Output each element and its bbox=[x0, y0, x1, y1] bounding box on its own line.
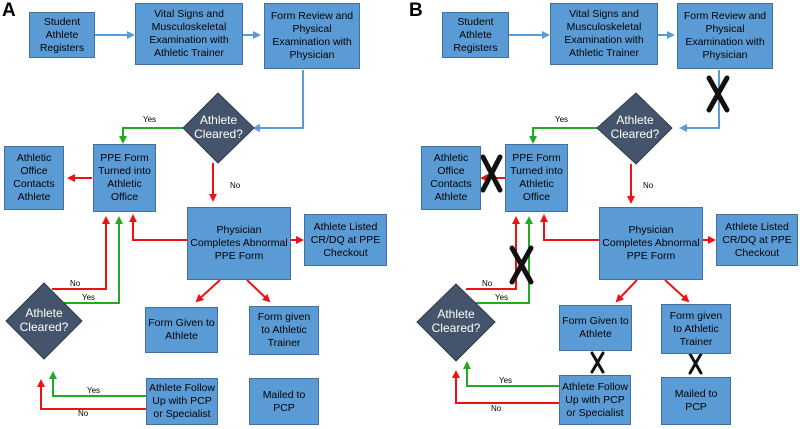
node-follow-up: Athlete Follow Up with PCP or Specialist bbox=[559, 375, 631, 425]
node-physician-abnormal: Physician Completes Abnormal PPE Form bbox=[599, 207, 703, 280]
node-form-given-athlete: Form Given to Athlete bbox=[145, 307, 218, 353]
node-office-contacts: Athletic Office Contacts Athlete bbox=[421, 146, 481, 210]
node-form-review: Form Review and Physical Examination wit… bbox=[677, 3, 773, 69]
x-mark-trainer-form bbox=[688, 352, 703, 375]
panel-letter: A bbox=[2, 0, 16, 21]
node-follow-up: Athlete Follow Up with PCP or Specialist bbox=[146, 378, 218, 425]
edge-label-yes-top: Yes bbox=[143, 115, 157, 124]
x-mark-athlete-form bbox=[590, 351, 605, 374]
edge-label-yes-bottom: Yes bbox=[82, 293, 96, 302]
decision-cleared-top: Athlete Cleared? bbox=[610, 113, 660, 141]
edge-label-yes-bottom: Yes bbox=[495, 293, 509, 302]
node-listed-crdq: Athlete Listed CR/DQ at PPE Checkout bbox=[716, 214, 798, 266]
panel-a: A Student Athlete Registers Vital Signs … bbox=[2, 0, 387, 425]
node-form-review: Form Review and Physical Examination wit… bbox=[264, 3, 360, 69]
edge-label-no-bottom: No bbox=[70, 279, 81, 288]
node-ppe-turned-in: PPE Form Turned into Athletic Office bbox=[93, 144, 156, 212]
node-form-given-athlete: Form Given to Athlete bbox=[559, 305, 632, 351]
node-vitals-exam: Vital Signs and Musculoskeletal Examinat… bbox=[550, 3, 658, 65]
x-mark-cleared bbox=[509, 245, 534, 285]
edge-label-no-top: No bbox=[230, 181, 241, 190]
node-register: Student Athlete Registers bbox=[442, 12, 509, 58]
node-vitals-exam: Vital Signs and Musculoskeletal Examinat… bbox=[135, 3, 243, 65]
edge-label-no-follow: No bbox=[78, 409, 89, 418]
panel-b: B bbox=[407, 0, 800, 429]
node-mailed: Mailed to PCP bbox=[249, 378, 319, 425]
panel-letter: B bbox=[409, 0, 423, 21]
node-ppe-turned-in: PPE Form Turned into Athletic Office bbox=[505, 144, 568, 212]
edge-label-no-follow: No bbox=[491, 404, 502, 413]
edge-label-yes-top: Yes bbox=[555, 115, 569, 124]
decision-cleared-top: Athlete Cleared? bbox=[194, 113, 243, 141]
x-mark-review bbox=[706, 75, 730, 113]
node-form-given-trainer: Form given to Athletic Trainer bbox=[661, 304, 731, 354]
flow-connectors bbox=[452, 31, 730, 404]
decision-cleared-bottom: Athlete Cleared? bbox=[19, 306, 69, 334]
node-register: Student Athlete Registers bbox=[29, 12, 95, 58]
decision-cleared-bottom: Athlete Cleared? bbox=[431, 307, 481, 335]
node-form-given-trainer: Form given to Athletic Trainer bbox=[249, 306, 319, 355]
edge-label-no-top: No bbox=[643, 181, 654, 190]
node-physician-abnormal: Physician Completes Abnormal PPE Form bbox=[187, 207, 291, 280]
node-listed-crdq: Athlete Listed CR/DQ at PPE Checkout bbox=[304, 214, 387, 266]
edge-label-yes-follow: Yes bbox=[499, 376, 513, 385]
node-mailed: Mailed to PCP bbox=[661, 377, 731, 425]
x-mark-office bbox=[480, 154, 503, 193]
edge-label-yes-follow: Yes bbox=[87, 386, 101, 395]
node-office-contacts: Athletic Office Contacts Athlete bbox=[4, 146, 64, 210]
edge-label-no-bottom: No bbox=[482, 279, 493, 288]
